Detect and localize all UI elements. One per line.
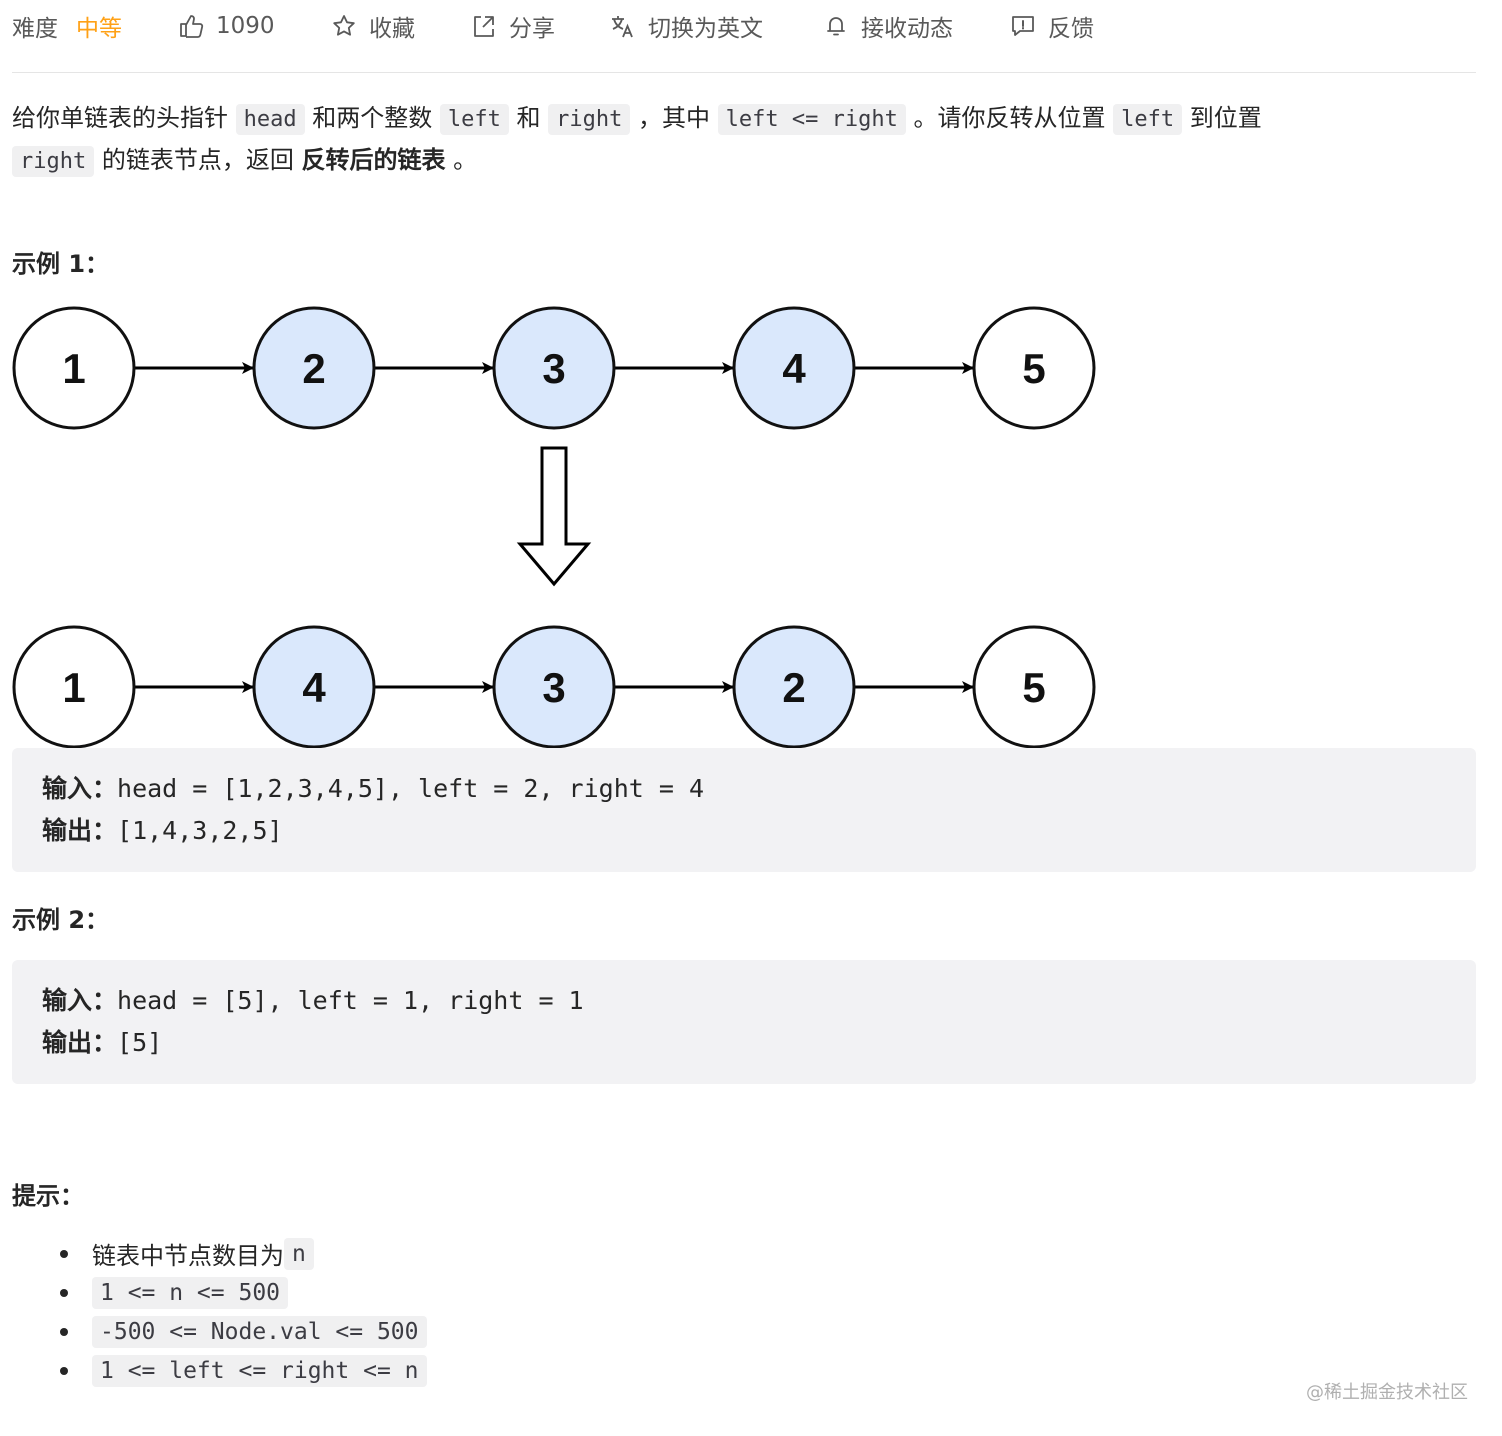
favorite-button[interactable]: 收藏 (331, 10, 415, 42)
output-label: 输出： (42, 816, 118, 845)
list-node (972, 306, 1096, 430)
input-label: 输入： (42, 774, 118, 803)
problem-description: 给你单链表的头指针 head 和两个整数 left 和 right ，其中 le… (12, 98, 1452, 182)
desc-text: 。请你反转从位置 (905, 104, 1114, 132)
code-right: right (548, 104, 631, 135)
list-item: -500 <= Node.val <= 500 (60, 1312, 860, 1351)
list-node (492, 625, 616, 749)
like-button[interactable]: 1090 (178, 10, 275, 42)
tip-code: 1 <= n <= 500 (92, 1276, 289, 1309)
tip-code: n (284, 1237, 314, 1270)
desc-text: 和两个整数 (304, 104, 440, 132)
feedback-button[interactable]: 反馈 (1010, 10, 1094, 42)
code-left: left (1113, 104, 1183, 135)
list-node-value: 4 (302, 664, 326, 711)
example-2-input: 输入：head = [5], left = 1, right = 1 (42, 980, 1446, 1022)
code-right: right (12, 146, 95, 177)
tip-code: -500 <= Node.val <= 500 (92, 1315, 427, 1348)
share-button[interactable]: 分享 (471, 10, 555, 42)
list-node-value: 5 (1022, 345, 1045, 392)
input-value: head = [5], left = 1, right = 1 (117, 986, 584, 1015)
example-1-title: 示例 1： (12, 250, 110, 278)
list-node (12, 625, 136, 749)
list-node-value: 3 (542, 664, 565, 711)
list-node-value: 1 (62, 664, 85, 711)
like-count: 1090 (216, 13, 275, 39)
input-label: 输入： (42, 986, 118, 1015)
list-node-value: 3 (542, 345, 565, 392)
list-node-value: 1 (62, 345, 85, 392)
description-line-1: 给你单链表的头指针 head 和两个整数 left 和 right ，其中 le… (12, 98, 1452, 140)
code-left: left (439, 104, 509, 135)
star-icon (331, 13, 357, 39)
output-value: [5] (117, 1028, 163, 1057)
list-item: 1 <= n <= 500 (60, 1273, 860, 1312)
code-left-lte-right: left <= right (717, 104, 906, 135)
desc-text: 给你单链表的头指针 (12, 104, 236, 132)
list-node-value: 2 (782, 664, 805, 711)
list-node (492, 306, 616, 430)
list-node (252, 625, 376, 749)
list-node (252, 306, 376, 430)
subscribe-label: 接收动态 (861, 16, 953, 42)
watermark: @稀土掘金技术社区 (1306, 1382, 1468, 1403)
linked-list-diagram: 1 2 3 4 5 1 4 3 2 5 (12, 306, 1096, 749)
list-node-value: 4 (782, 345, 806, 392)
share-icon (471, 13, 497, 39)
bullet (60, 1249, 68, 1258)
list-node-value: 2 (302, 345, 325, 392)
input-value: head = [1,2,3,4,5], left = 2, right = 4 (117, 774, 705, 803)
bullet (60, 1327, 68, 1336)
tips-title: 提示： (12, 1182, 84, 1210)
bullet (60, 1288, 68, 1297)
desc-text: 。 (445, 146, 478, 174)
example-2-title: 示例 2： (12, 906, 110, 934)
example-1-code: 输入：head = [1,2,3,4,5], left = 2, right =… (12, 748, 1476, 872)
desc-text: ，其中 (630, 104, 718, 132)
desc-emphasis: 反转后的链表 (301, 146, 446, 174)
list-before: 1 2 3 4 5 (12, 306, 1096, 430)
desc-text: 和 (508, 104, 549, 132)
feedback-label: 反馈 (1048, 16, 1094, 42)
example-1-output: 输出：[1,4,3,2,5] (42, 810, 1446, 852)
desc-text: 到位置 (1182, 104, 1262, 132)
feedback-icon (1010, 13, 1036, 39)
list-node (732, 306, 856, 430)
list-after: 1 4 3 2 5 (12, 625, 1096, 749)
desc-text: 的链表节点，返回 (94, 146, 302, 174)
bell-icon (823, 13, 849, 39)
difficulty: 难度 中等 (12, 10, 122, 42)
list-item: 链表中节点数目为 n (60, 1234, 860, 1273)
list-node (972, 625, 1096, 749)
tip-text: 链表中节点数目为 (92, 1242, 284, 1270)
toolbar: 难度 中等 1090 收藏 分享 切换为英文 接收动态 (12, 0, 1476, 73)
switch-language-button[interactable]: 切换为英文 (610, 10, 763, 42)
tips-list: 链表中节点数目为 n 1 <= n <= 500 -500 <= Node.va… (60, 1234, 860, 1390)
favorite-label: 收藏 (369, 16, 415, 42)
example-1-input: 输入：head = [1,2,3,4,5], left = 2, right =… (42, 768, 1446, 810)
subscribe-button[interactable]: 接收动态 (823, 10, 953, 42)
code-head: head (235, 104, 305, 135)
down-arrow-icon (516, 446, 592, 587)
translate-icon (610, 13, 636, 39)
switch-language-label: 切换为英文 (648, 16, 763, 42)
example-2-code: 输入：head = [5], left = 1, right = 1 输出：[5… (12, 960, 1476, 1084)
difficulty-value: 中等 (76, 16, 122, 42)
output-label: 输出： (42, 1028, 118, 1057)
share-label: 分享 (509, 16, 555, 42)
list-item: 1 <= left <= right <= n (60, 1351, 860, 1390)
list-node (12, 306, 136, 430)
list-node (732, 625, 856, 749)
tip-code: 1 <= left <= right <= n (92, 1354, 427, 1387)
output-value: [1,4,3,2,5] (117, 816, 283, 845)
difficulty-label: 难度 (12, 16, 58, 42)
thumbs-up-icon (178, 13, 204, 39)
example-2-output: 输出：[5] (42, 1022, 1446, 1064)
description-line-2: right 的链表节点，返回 反转后的链表 。 (12, 140, 1452, 182)
list-node-value: 5 (1022, 664, 1045, 711)
bullet (60, 1366, 68, 1375)
